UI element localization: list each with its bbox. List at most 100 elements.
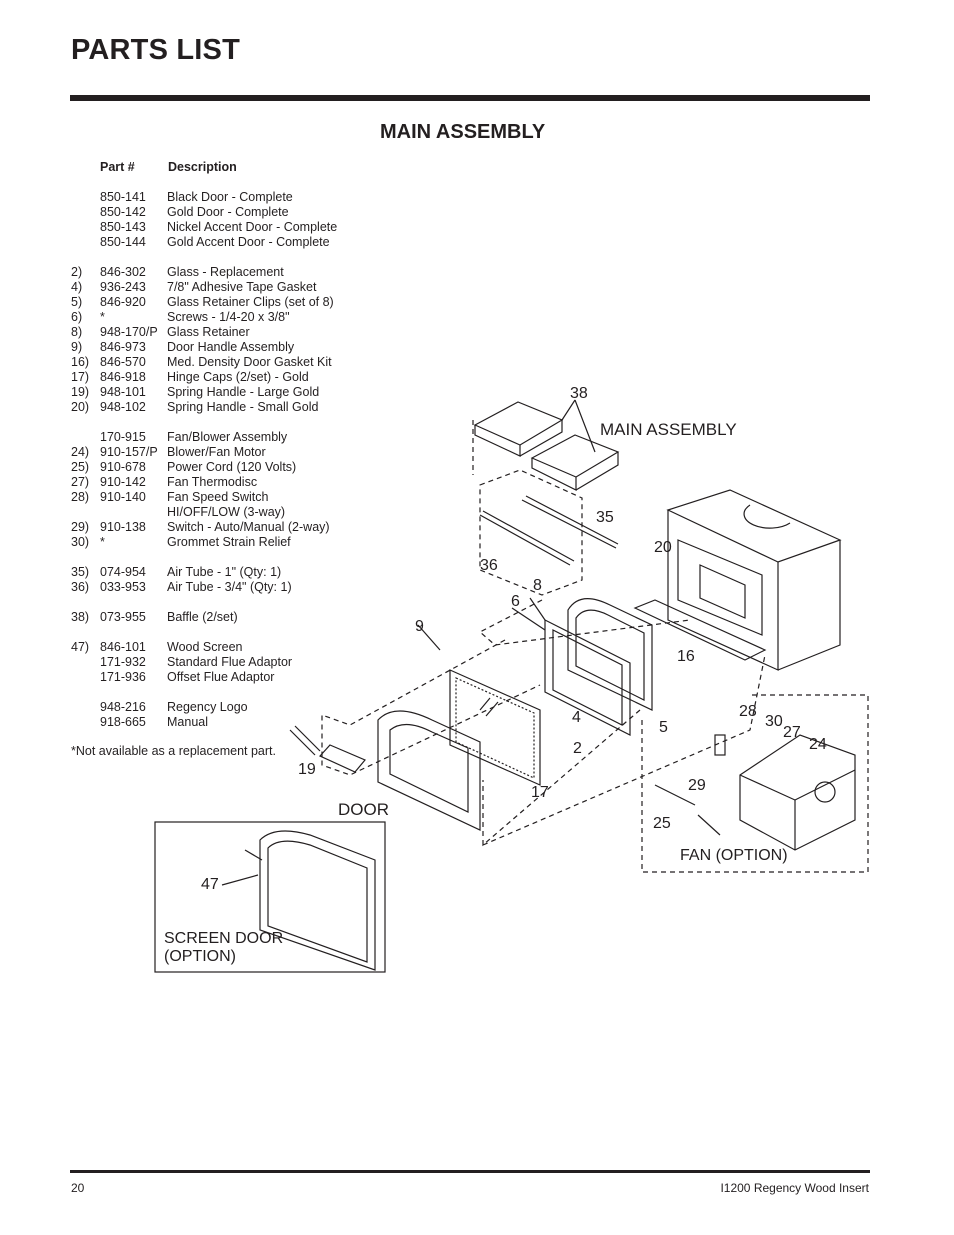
- ref-number: 25): [71, 460, 90, 474]
- part-description: Switch - Auto/Manual (2-way): [167, 520, 330, 534]
- callout-4: 4: [572, 709, 581, 726]
- part-description: Gold Door - Complete: [167, 205, 289, 219]
- part-description: Door Handle Assembly: [167, 340, 295, 354]
- part-description: Regency Logo: [167, 700, 248, 714]
- part-description: Air Tube - 1" (Qty: 1): [167, 565, 282, 579]
- part-number: 171-936: [100, 670, 146, 684]
- part-description: Glass - Replacement: [167, 265, 284, 279]
- part-description: Offset Flue Adaptor: [167, 670, 275, 684]
- part-description: Gold Accent Door - Complete: [167, 235, 330, 249]
- part-number: 948-101: [100, 385, 146, 399]
- baffle-part: [473, 401, 620, 491]
- section-title: MAIN ASSEMBLY: [380, 121, 546, 143]
- part-number: 846-920: [100, 295, 146, 309]
- part-number: 846-101: [100, 640, 146, 654]
- part-number: 850-141: [100, 190, 146, 204]
- part-number: 171-932: [100, 655, 146, 669]
- description-header: Description: [168, 160, 237, 174]
- callout-27: 27: [783, 724, 801, 741]
- part-description: Med. Density Door Gasket Kit: [167, 355, 332, 369]
- callout-25: 25: [653, 815, 671, 832]
- glass-part: [449, 669, 541, 786]
- callout-24: 24: [809, 736, 827, 753]
- part-description: Fan Thermodisc: [167, 475, 258, 489]
- ref-number: 17): [71, 370, 90, 384]
- fan-option-label: FAN (OPTION): [680, 847, 788, 864]
- exploded-assembly-diagram: 38 MAIN ASSEMBLY 35 36 20 8 6 9 16 4 5 2…: [154, 385, 869, 973]
- part-number: 910-678: [100, 460, 146, 474]
- callout-20: 20: [654, 539, 672, 556]
- part-number: 850-143: [100, 220, 146, 234]
- part-description: Blower/Fan Motor: [167, 445, 266, 459]
- part-number: *: [100, 535, 105, 549]
- part-description: Wood Screen: [167, 640, 243, 654]
- page-title: PARTS LIST: [71, 34, 241, 66]
- ref-number: 8): [71, 325, 83, 339]
- part-number: 850-144: [100, 235, 146, 249]
- part-number: 074-954: [100, 565, 146, 579]
- page-number: 20: [71, 1181, 85, 1195]
- fan-option-part: [641, 694, 869, 873]
- part-description: Spring Handle - Large Gold: [167, 385, 320, 399]
- firebox-part: [633, 489, 842, 671]
- ref-number: 30): [71, 535, 90, 549]
- ref-number: 16): [71, 355, 90, 369]
- part-description: Manual: [167, 715, 208, 729]
- main-assembly-diagram-label: MAIN ASSEMBLY: [600, 420, 737, 439]
- part-description: Nickel Accent Door - Complete: [167, 220, 338, 234]
- callout-8: 8: [533, 577, 542, 594]
- part-number: 910-138: [100, 520, 146, 534]
- callout-38: 38: [570, 385, 588, 402]
- door-part: [377, 710, 481, 831]
- ref-number: 36): [71, 580, 90, 594]
- part-description: Standard Flue Adaptor: [167, 655, 293, 669]
- part-description: HI/OFF/LOW (3-way): [167, 505, 286, 519]
- ref-number: 24): [71, 445, 90, 459]
- part-description: 7/8" Adhesive Tape Gasket: [167, 280, 317, 294]
- door-frame-part: [567, 598, 653, 711]
- callout-36: 36: [480, 557, 498, 574]
- part-description: Baffle (2/set): [167, 610, 238, 624]
- air-tube-part: [479, 495, 619, 566]
- part-description: Air Tube - 3/4" (Qty: 1): [167, 580, 292, 594]
- part-description: Black Door - Complete: [167, 190, 293, 204]
- part-number: 948-216: [100, 700, 146, 714]
- part-number: 850-142: [100, 205, 146, 219]
- part-description: Hinge Caps (2/set) - Gold: [167, 370, 309, 384]
- part-description: Glass Retainer: [167, 325, 250, 339]
- ref-number: 47): [71, 640, 90, 654]
- part-number: 073-955: [100, 610, 146, 624]
- ref-number: 29): [71, 520, 90, 534]
- part-number: 936-243: [100, 280, 146, 294]
- part-number: 170-915: [100, 430, 146, 444]
- part-description: Spring Handle - Small Gold: [167, 400, 319, 414]
- callout-16: 16: [677, 648, 695, 665]
- part-number: 033-953: [100, 580, 146, 594]
- callout-17: 17: [531, 784, 549, 801]
- callout-47: 47: [201, 876, 219, 893]
- part-number: 918-665: [100, 715, 146, 729]
- callout-5: 5: [659, 719, 668, 736]
- screen-door-label-line1: SCREEN DOOR: [164, 930, 283, 947]
- document-title: I1200 Regency Wood Insert: [720, 1181, 869, 1195]
- callout-29: 29: [688, 777, 706, 794]
- part-number: 910-142: [100, 475, 146, 489]
- part-number: 910-157/P: [100, 445, 158, 459]
- ref-number: 4): [71, 280, 83, 294]
- screen-door-part: [154, 821, 386, 973]
- ref-number: 9): [71, 340, 83, 354]
- ref-number: 5): [71, 295, 83, 309]
- part-description: Glass Retainer Clips (set of 8): [167, 295, 334, 309]
- footnote: *Not available as a replacement part.: [71, 744, 276, 758]
- part-description: Grommet Strain Relief: [167, 535, 291, 549]
- screen-door-label-line2: (OPTION): [164, 948, 236, 965]
- ref-number: 19): [71, 385, 90, 399]
- part-number: 846-302: [100, 265, 146, 279]
- part-number: *: [100, 310, 105, 324]
- part-description: Fan/Blower Assembly: [167, 430, 288, 444]
- part-number: 846-570: [100, 355, 146, 369]
- bottom-divider: [70, 1170, 870, 1173]
- part-number: 846-918: [100, 370, 146, 384]
- part-description: Screws - 1/4-20 x 3/8": [167, 310, 290, 324]
- door-diagram-label: DOOR: [338, 800, 389, 819]
